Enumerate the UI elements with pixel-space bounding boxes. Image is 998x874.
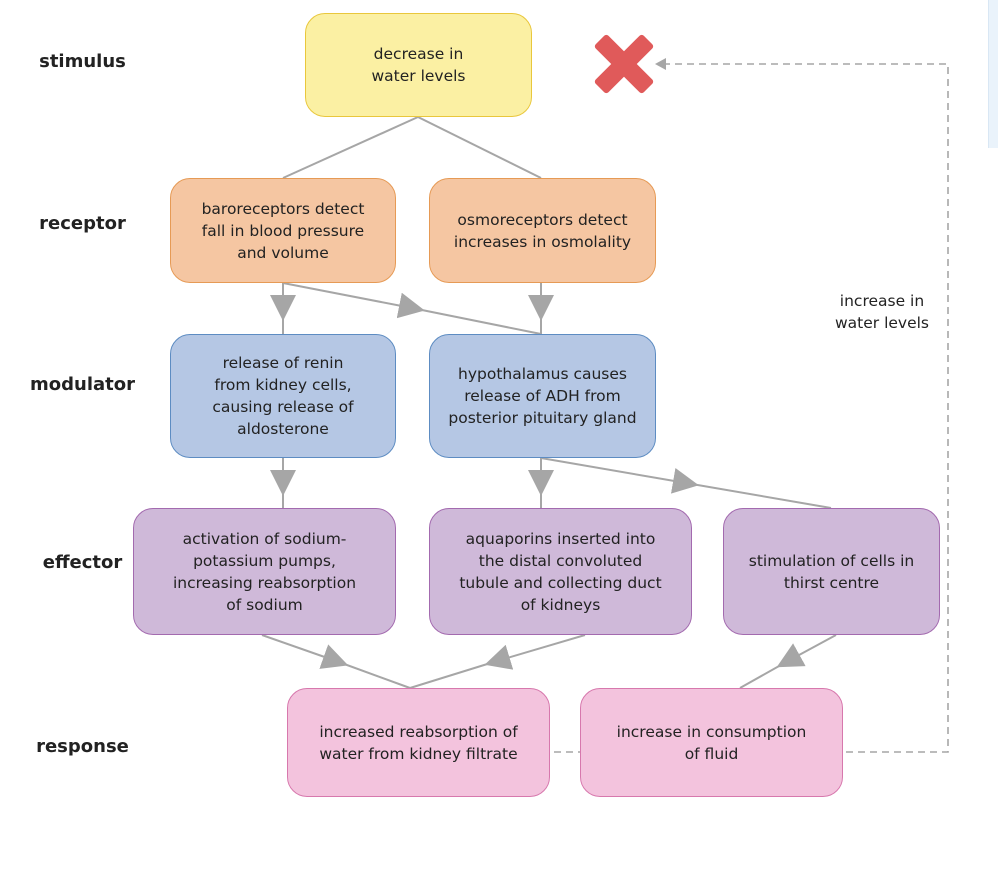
node-osmoreceptors: osmoreceptors detect increases in osmola…	[429, 178, 656, 283]
node-baroreceptors-text: baroreceptors detect fall in blood press…	[201, 199, 365, 262]
node-reabsorption-text: increased reabsorption of water from kid…	[319, 722, 518, 763]
row-label-effector: effector	[42, 552, 123, 573]
node-sodium-pumps-text: activation of sodium- potassium pumps, i…	[172, 529, 357, 614]
side-panel-edge	[988, 0, 998, 148]
node-renin-text: release of renin from kidney cells, caus…	[212, 354, 354, 438]
edge-baroreceptors-to-hypothalamus	[282, 282, 542, 335]
node-baroreceptors: baroreceptors detect fall in blood press…	[170, 178, 396, 283]
node-consumption: increase in consumption of fluid	[580, 688, 843, 797]
node-hypothalamus-text: hypothalamus causes release of ADH from …	[448, 365, 637, 427]
edge-stimulus-to-osmoreceptors	[417, 116, 542, 179]
cross-icon	[594, 34, 654, 94]
node-sodium-pumps: activation of sodium- potassium pumps, i…	[133, 508, 396, 635]
edge-stimulus-to-baroreceptors	[282, 116, 419, 179]
node-aquaporins-text: aquaporins inserted into the distal conv…	[459, 529, 662, 614]
node-consumption-text: increase in consumption of fluid	[616, 722, 807, 763]
row-label-response: response	[36, 736, 129, 757]
node-reabsorption: increased reabsorption of water from kid…	[287, 688, 550, 797]
node-hypothalamus: hypothalamus causes release of ADH from …	[429, 334, 656, 458]
node-stimulus-text: decrease in water levels	[371, 45, 466, 85]
node-renin: release of renin from kidney cells, caus…	[170, 334, 396, 458]
row-label-modulator: modulator	[30, 374, 135, 395]
row-label-receptor: receptor	[39, 213, 126, 234]
feedback-dashed-loop	[665, 63, 949, 753]
feedback-arrowhead	[655, 58, 666, 70]
edge-hypothalamus-to-thirst	[540, 457, 832, 509]
node-thirst-text: stimulation of cells in thirst centre	[748, 551, 915, 592]
node-thirst: stimulation of cells in thirst centre	[723, 508, 940, 635]
feedback-label: increase in water levels	[834, 292, 930, 332]
row-label-stimulus: stimulus	[39, 51, 126, 72]
edge-sodium-pumps-to-reabsorption	[261, 634, 411, 689]
node-aquaporins: aquaporins inserted into the distal conv…	[429, 508, 692, 635]
edge-thirst-to-consumption	[739, 634, 837, 689]
edge-aquaporins-to-reabsorption	[409, 634, 586, 689]
node-osmoreceptors-text: osmoreceptors detect increases in osmola…	[453, 210, 632, 251]
node-stimulus: decrease in water levels	[305, 13, 532, 117]
